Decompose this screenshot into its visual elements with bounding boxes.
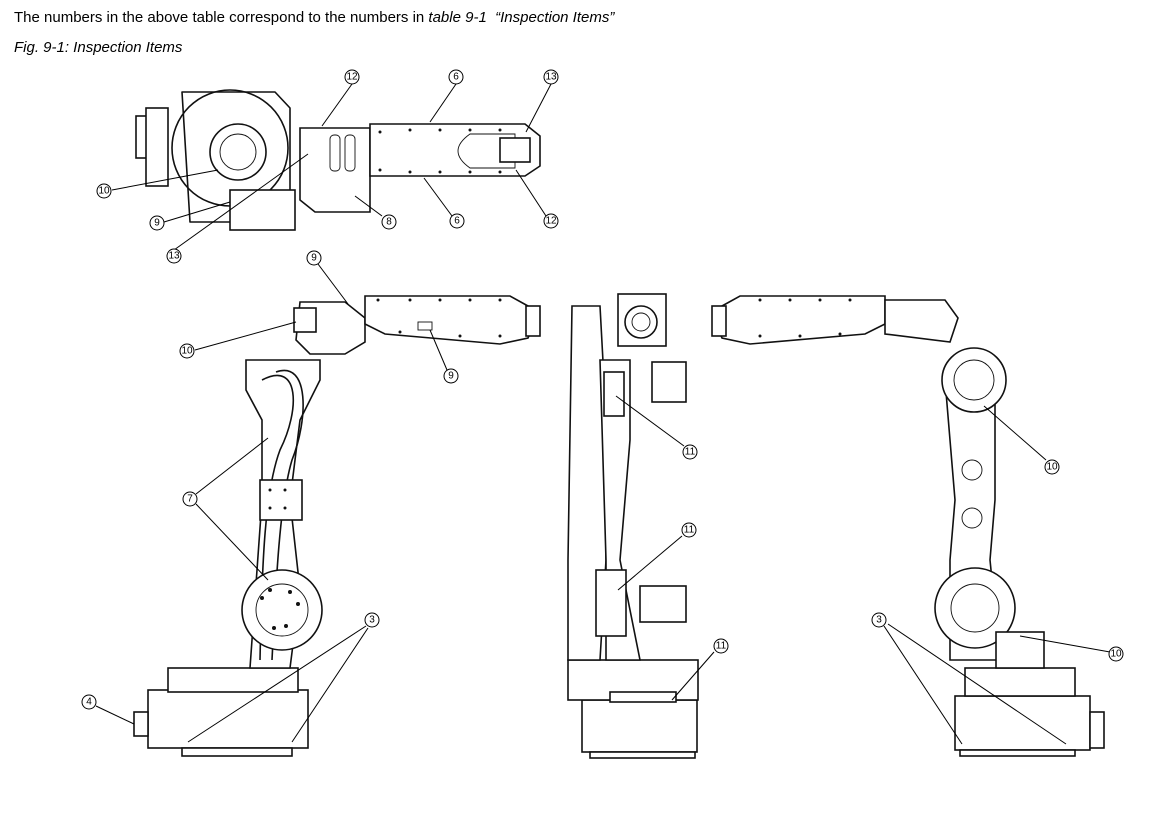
svg-text:12: 12: [545, 216, 557, 227]
callout-top-6b: 6: [449, 213, 465, 229]
side-view-motor-3: [293, 307, 317, 333]
side-view-base: [147, 689, 309, 749]
top-view-slot-1: [329, 134, 341, 172]
svg-text:8: 8: [386, 217, 392, 228]
side-view-base-foot: [181, 747, 293, 757]
callout-rear-10a: 10: [1044, 459, 1060, 475]
callout-top-10: 10: [96, 183, 112, 199]
side-view-wrist: [525, 305, 541, 337]
rear-view: [711, 295, 1105, 757]
top-view-joint: [209, 123, 267, 181]
callout-top-12b: 12: [543, 213, 559, 229]
top-view-wrist: [499, 137, 531, 163]
svg-text:13: 13: [545, 72, 557, 83]
callout-top-13b: 13: [166, 248, 182, 264]
side-view-mid-band: [259, 479, 303, 521]
side-view-base-top: [167, 667, 299, 693]
callout-top-8: 8: [381, 214, 397, 230]
callout-top-9: 9: [149, 215, 165, 231]
top-view-forearm-cutout: [457, 133, 516, 169]
callout-front-11a: 11: [682, 444, 698, 460]
side-view-forearm: [364, 295, 536, 345]
rear-view-joint-3: [941, 347, 1007, 413]
callout-side-9a: 9: [306, 250, 322, 266]
top-view-joint-inner: [219, 133, 257, 171]
top-view-slot-2: [344, 134, 356, 172]
figure-caption: Fig. 9-1: Inspection Items: [14, 39, 183, 56]
rear-view-base-foot: [959, 749, 1076, 757]
callout-side-10: 10: [179, 343, 195, 359]
svg-text:11: 11: [685, 447, 696, 458]
rear-view-motor: [995, 631, 1045, 669]
callout-rear-3: 3: [871, 612, 887, 628]
top-view-motor-body: [145, 107, 169, 187]
intro-text: The numbers in the above table correspon…: [14, 9, 614, 26]
svg-text:6: 6: [454, 216, 460, 227]
front-view-motor-lower-right: [639, 585, 687, 623]
front-view: [567, 293, 699, 759]
callout-side-9b: 9: [443, 368, 459, 384]
svg-text:10: 10: [1046, 462, 1058, 473]
callout-side-7: 7: [182, 491, 198, 507]
svg-text:4: 4: [86, 697, 92, 708]
front-view-base: [581, 699, 698, 753]
callout-front-11c: 11: [713, 638, 729, 654]
front-view-motor-upper: [603, 371, 625, 417]
callout-side-3: 3: [364, 612, 380, 628]
svg-text:11: 11: [716, 641, 727, 652]
svg-text:9: 9: [154, 218, 160, 229]
callout-front-11b: 11: [681, 522, 697, 538]
side-view-joint-2: [241, 569, 323, 651]
svg-text:11: 11: [684, 525, 695, 536]
svg-text:13: 13: [168, 251, 180, 262]
front-view-head-circle: [624, 305, 658, 339]
callout-top-12: 12: [344, 69, 360, 85]
svg-text:3: 3: [876, 615, 882, 626]
svg-text:3: 3: [369, 615, 375, 626]
top-view-lower-block: [229, 189, 296, 231]
rear-view-base-top: [964, 667, 1076, 697]
table-title: “Inspection Items”: [495, 9, 615, 26]
side-view-base-connector: [133, 711, 149, 737]
svg-text:10: 10: [1110, 649, 1122, 660]
rear-view-upper-housing: [884, 299, 959, 343]
svg-text:7: 7: [187, 494, 193, 505]
svg-text:6: 6: [453, 72, 459, 83]
front-view-turntable: [609, 691, 677, 703]
top-view-arm-housing: [299, 127, 371, 213]
front-view-base-foot: [589, 751, 696, 759]
intro-prefix: The numbers in the above table correspon…: [14, 9, 429, 26]
callout-top-6a: 6: [448, 69, 464, 85]
front-view-motor-lower: [595, 569, 627, 637]
callouts: 12 6 13 10 9 13 8 6 12 9 10 9 7 3 4 11 1…: [81, 69, 1124, 710]
top-view-forearm: [369, 123, 541, 177]
top-view: [135, 89, 541, 231]
front-view-motor-upper-right: [651, 361, 687, 403]
callout-rear-10b: 10: [1108, 646, 1124, 662]
rear-view-wrist: [711, 305, 727, 337]
leader-lines: [95, 83, 1111, 745]
svg-text:9: 9: [448, 371, 454, 382]
svg-text:10: 10: [98, 186, 110, 197]
rear-view-connector: [1089, 711, 1105, 749]
table-ref: table 9-1: [428, 9, 487, 26]
callout-side-4: 4: [81, 694, 97, 710]
rear-view-forearm: [714, 295, 886, 345]
callout-top-13a: 13: [543, 69, 559, 85]
side-view: [133, 295, 541, 757]
side-view-forearm-plate: [417, 321, 433, 331]
rear-view-base: [954, 695, 1091, 751]
rear-view-joint-2: [934, 567, 1016, 649]
svg-text:12: 12: [346, 72, 358, 83]
svg-text:10: 10: [181, 346, 193, 357]
svg-text:9: 9: [311, 253, 317, 264]
